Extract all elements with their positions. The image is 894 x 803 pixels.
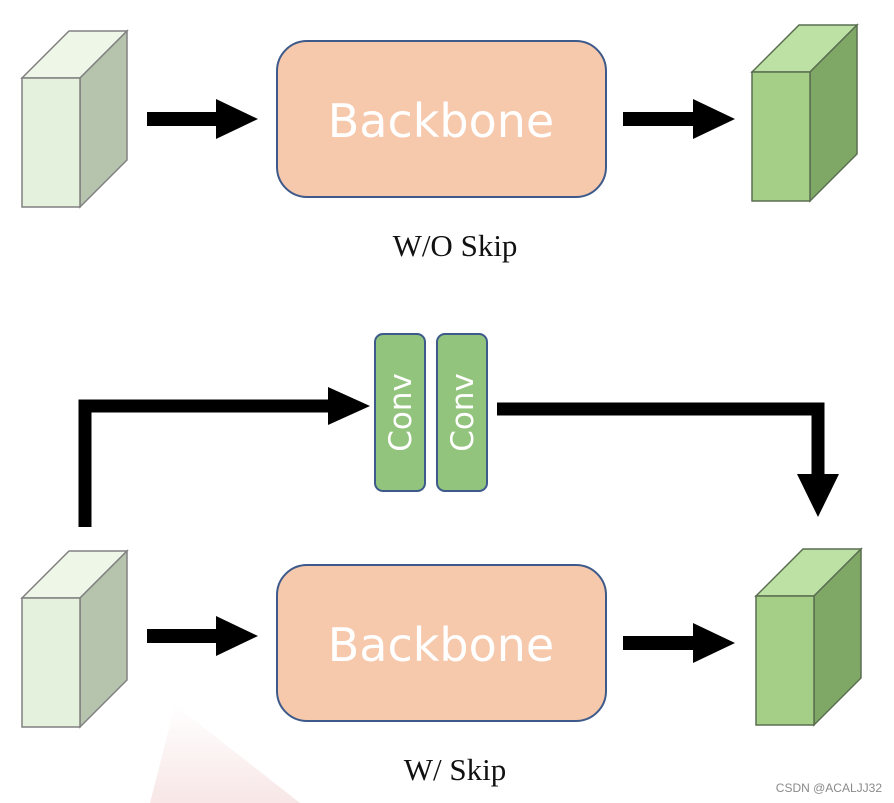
top-caption: W/O Skip xyxy=(393,228,518,263)
skip-path-left xyxy=(78,387,370,527)
top-input-cube-front xyxy=(21,77,81,208)
conv-block-1-label: Conv xyxy=(383,373,419,452)
bottom-backbone-label: Backbone xyxy=(328,618,554,672)
csdn-watermark: CSDN @ACALJJ32 xyxy=(775,781,882,795)
top-backbone-label: Backbone xyxy=(328,94,554,148)
top-backbone-box: Backbone xyxy=(276,40,607,198)
watermark-shape xyxy=(150,705,300,803)
top-input-cube xyxy=(20,29,129,209)
bottom-input-cube-front xyxy=(21,597,81,728)
conv-block-2: Conv xyxy=(436,333,488,492)
bottom-input-cube xyxy=(20,549,129,729)
bottom-arrow-out xyxy=(623,623,735,663)
top-output-cube-front xyxy=(751,71,811,202)
bottom-output-cube-front xyxy=(755,595,815,726)
bottom-output-cube xyxy=(754,547,863,727)
conv-block-1: Conv xyxy=(374,333,426,492)
skip-path-right xyxy=(497,402,839,517)
bottom-caption: W/ Skip xyxy=(404,752,506,787)
bottom-backbone-box: Backbone xyxy=(276,564,607,722)
top-arrow-out xyxy=(623,99,735,139)
bottom-arrow-in xyxy=(147,616,258,656)
conv-block-2-label: Conv xyxy=(445,373,481,452)
top-output-cube xyxy=(750,23,859,203)
top-arrow-in xyxy=(147,99,258,139)
